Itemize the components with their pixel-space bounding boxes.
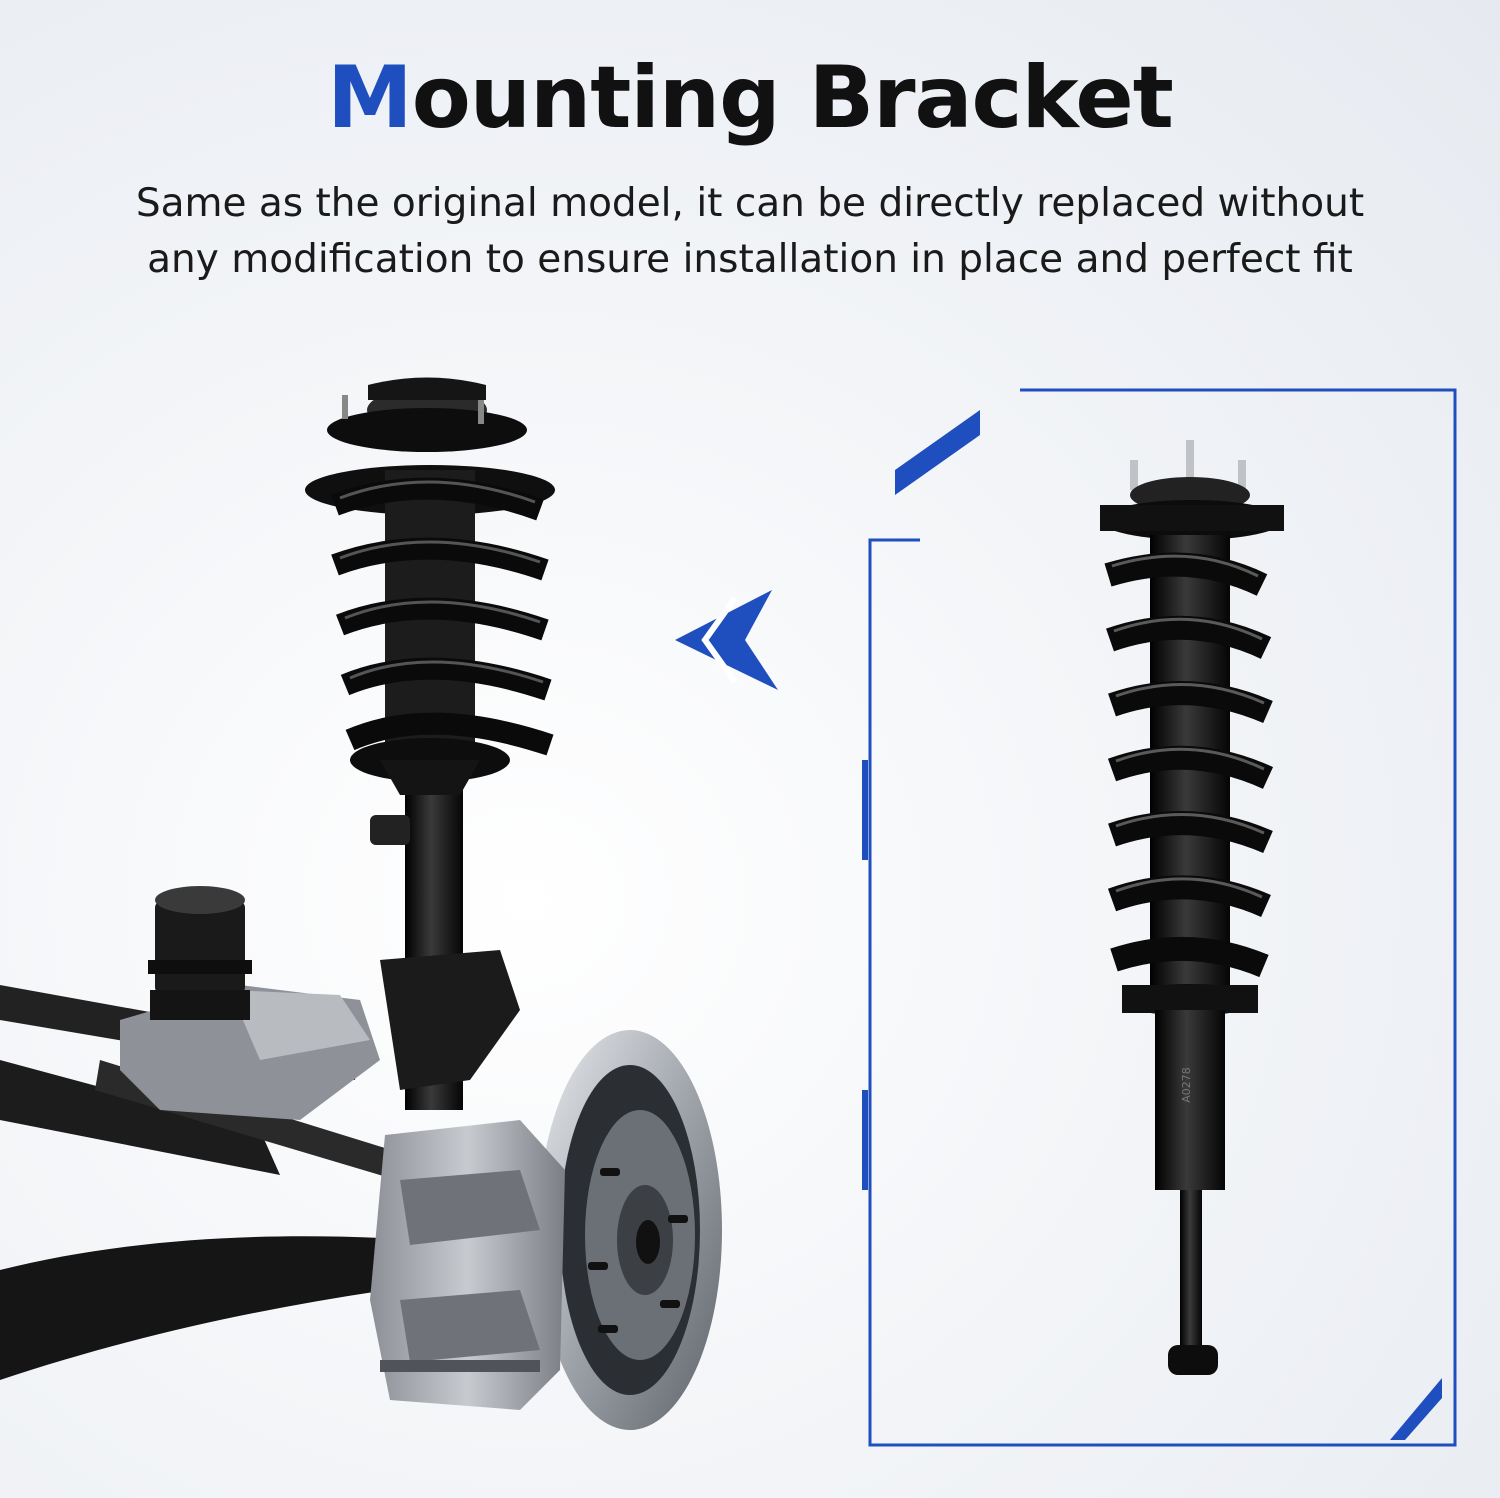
part-number-marking: A0278 (1180, 1067, 1193, 1103)
description-line-2: any modification to ensure installation … (147, 237, 1353, 282)
page-title: Mounting Bracket (0, 48, 1500, 148)
pointer-arrow-icon (675, 590, 778, 690)
installed-suspension-assembly (0, 377, 722, 1430)
title-rest: ounting Bracket (411, 48, 1174, 148)
description-line-1: Same as the original model, it can be di… (135, 181, 1365, 226)
title-accent-letter: M (327, 48, 413, 148)
replacement-strut-assembly: A0278 (1100, 440, 1284, 1375)
description: Same as the original model, it can be di… (40, 176, 1460, 288)
product-frame (862, 388, 1457, 1447)
